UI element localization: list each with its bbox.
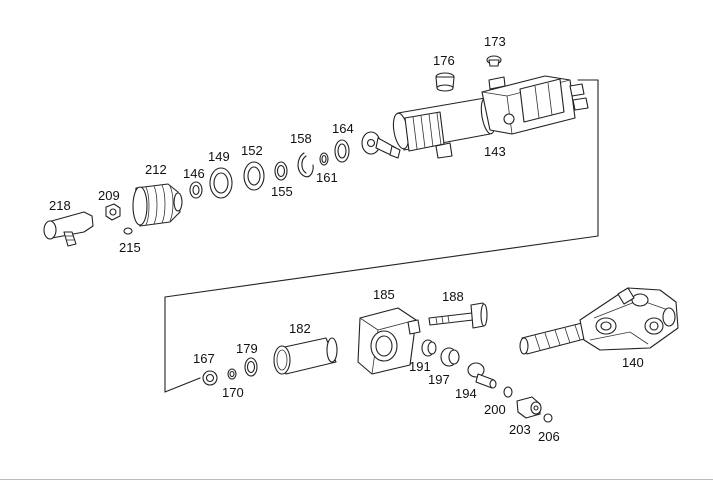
label-167: 167 <box>193 351 215 366</box>
part-173-plug <box>486 55 502 67</box>
label-152: 152 <box>241 143 263 158</box>
label-197: 197 <box>428 372 450 387</box>
label-176: 176 <box>433 53 455 68</box>
label-206: 206 <box>538 429 560 444</box>
label-188: 188 <box>442 289 464 304</box>
part-200-o-ring <box>503 386 513 398</box>
part-215-ring <box>123 227 133 235</box>
part-188-bolt <box>428 302 488 329</box>
part-152-seal <box>243 161 265 191</box>
part-206-o-ring <box>543 413 553 423</box>
label-170: 170 <box>222 385 244 400</box>
label-215: 215 <box>119 240 141 255</box>
part-146-ring <box>189 181 203 199</box>
label-140: 140 <box>622 355 644 370</box>
label-218: 218 <box>49 198 71 213</box>
part-155-ring <box>274 161 288 181</box>
part-176-fitting <box>435 72 455 92</box>
part-170-ring <box>227 368 237 380</box>
label-179: 179 <box>236 341 258 356</box>
part-161-ring <box>319 152 329 166</box>
part-212-bellows-boot <box>132 183 183 227</box>
part-number-labels: 173 176 143 164 158 161 152 155 149 212 … <box>49 34 644 444</box>
part-182-sleeve <box>273 337 338 375</box>
part-149-seal <box>209 167 233 199</box>
label-194: 194 <box>455 386 477 401</box>
part-185-flange-housing <box>357 307 421 375</box>
label-182: 182 <box>289 321 311 336</box>
label-212: 212 <box>145 162 167 177</box>
part-167-washer <box>202 370 218 386</box>
assembly-frame <box>164 79 599 393</box>
label-191: 191 <box>409 359 431 374</box>
part-140-control-valve <box>519 287 679 355</box>
part-197-bushing <box>440 347 460 367</box>
part-194-banjo-fitting <box>467 362 497 389</box>
part-179-seal <box>244 357 258 377</box>
label-185: 185 <box>373 287 395 302</box>
part-rod-end-upper <box>361 131 401 159</box>
label-209: 209 <box>98 188 120 203</box>
label-200: 200 <box>484 402 506 417</box>
label-143: 143 <box>484 144 506 159</box>
part-158-circlip <box>297 152 314 178</box>
label-164: 164 <box>332 121 354 136</box>
label-203: 203 <box>509 422 531 437</box>
part-209-nut <box>105 203 121 221</box>
label-158: 158 <box>290 131 312 146</box>
bottom-rule <box>0 479 713 480</box>
label-173: 173 <box>484 34 506 49</box>
part-164-seal-ring <box>334 139 350 163</box>
part-143-cylinder-housing <box>392 75 589 159</box>
part-203-connector <box>516 396 542 419</box>
part-191-bushing <box>421 339 437 357</box>
label-155: 155 <box>271 184 293 199</box>
label-146: 146 <box>183 166 205 181</box>
label-149: 149 <box>208 149 230 164</box>
part-218-ball-joint <box>43 211 94 247</box>
label-161: 161 <box>316 170 338 185</box>
